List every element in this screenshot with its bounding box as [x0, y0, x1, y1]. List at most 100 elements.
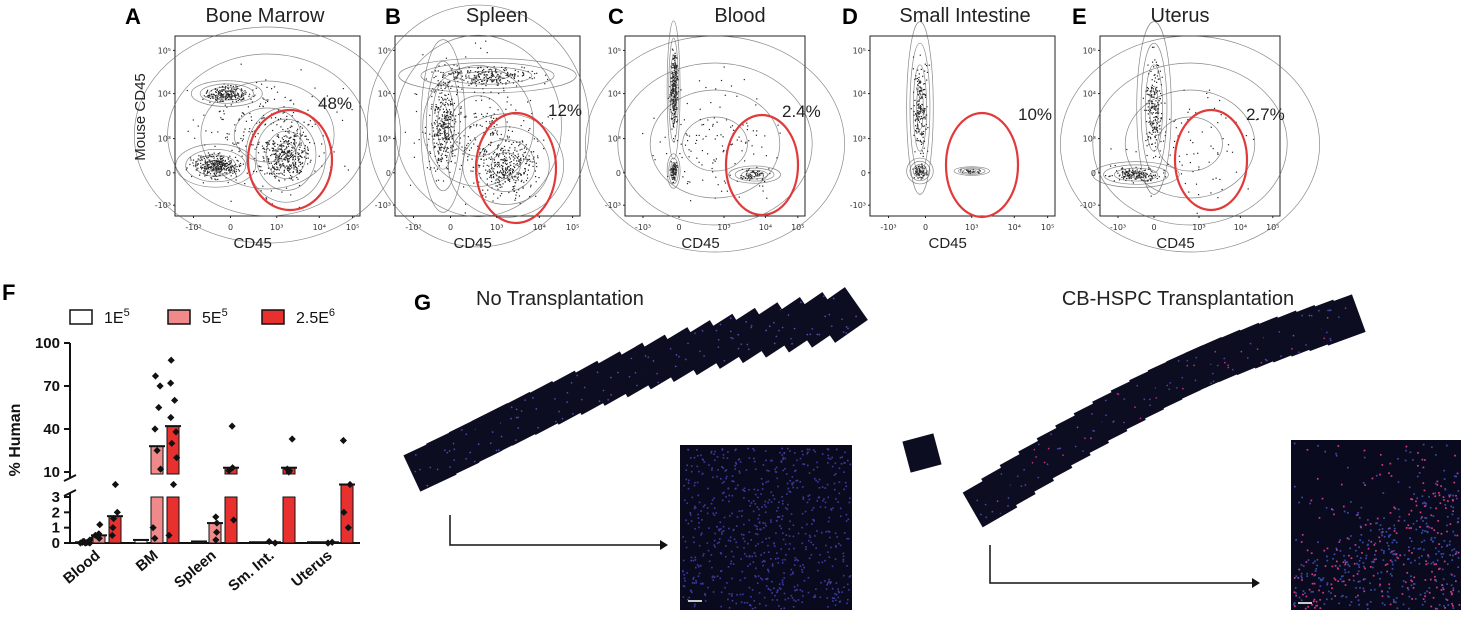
event-dot — [485, 158, 487, 160]
nucleus-dot — [446, 451, 449, 454]
data-point — [228, 422, 236, 430]
nucleus-dot — [754, 576, 757, 578]
event-dot — [272, 147, 275, 150]
event-dot — [701, 124, 703, 126]
event-dot — [448, 137, 450, 139]
event-dot — [216, 94, 218, 96]
event-dot — [1150, 106, 1152, 109]
event-dot — [460, 113, 462, 115]
event-dot — [446, 136, 448, 138]
event-dot — [292, 158, 294, 160]
nucleus-dot — [848, 576, 851, 578]
event-dot — [447, 132, 449, 134]
nucleus-dot — [739, 593, 742, 596]
event-dot — [270, 162, 272, 164]
event-dot — [502, 151, 504, 153]
nucleus-dot — [693, 332, 696, 335]
event-dot — [494, 151, 496, 153]
nucleus-dot — [816, 466, 819, 469]
event-dot — [500, 133, 502, 136]
event-dot — [218, 93, 220, 95]
event-dot — [917, 104, 919, 106]
event-dot — [249, 112, 251, 115]
event-dot — [924, 93, 926, 95]
event-dot — [917, 113, 919, 115]
bar — [166, 496, 180, 544]
nucleus-dot — [754, 606, 757, 609]
event-dot — [209, 155, 211, 157]
event-dot — [502, 169, 504, 171]
event-dot — [309, 120, 311, 122]
event-dot — [216, 167, 218, 169]
event-dot — [215, 169, 217, 172]
event-dot — [506, 135, 508, 137]
nucleus-dot — [751, 607, 754, 610]
event-dot — [672, 89, 675, 92]
event-dot — [921, 96, 923, 98]
event-dot — [496, 148, 498, 150]
event-dot — [746, 122, 748, 124]
event-dot — [544, 83, 546, 85]
nucleus-dot — [558, 410, 561, 413]
nucleus-dot — [690, 556, 693, 559]
event-dot — [445, 137, 447, 139]
event-dot — [213, 164, 215, 166]
event-dot — [498, 172, 500, 174]
event-dot — [436, 106, 438, 109]
event-dot — [300, 144, 302, 146]
nucleus-dot — [818, 561, 820, 564]
nucleus-dot — [843, 586, 845, 589]
event-dot — [449, 81, 451, 83]
nucleus-dot — [737, 459, 740, 461]
event-dot — [495, 68, 497, 70]
event-dot — [440, 149, 442, 151]
event-dot — [920, 152, 922, 155]
event-dot — [918, 174, 921, 176]
event-dot — [924, 118, 926, 120]
nucleus-dot — [757, 489, 759, 492]
event-dot — [475, 80, 478, 83]
event-dot — [211, 169, 213, 171]
event-dot — [242, 112, 244, 114]
event-dot — [207, 156, 210, 158]
event-dot — [519, 163, 521, 165]
event-dot — [342, 88, 344, 90]
event-dot — [924, 109, 926, 111]
nucleus-dot — [531, 396, 534, 399]
nucleus-dot — [790, 568, 793, 571]
event-dot — [228, 163, 230, 166]
event-dot — [1134, 178, 1136, 180]
event-dot — [229, 160, 231, 162]
event-dot — [232, 101, 234, 103]
event-dot — [676, 72, 678, 74]
event-dot — [299, 171, 302, 173]
event-dot — [1152, 105, 1154, 107]
event-dot — [490, 77, 492, 79]
event-dot — [487, 170, 489, 172]
nucleus-dot — [1415, 504, 1418, 507]
event-dot — [746, 129, 748, 131]
event-dot — [450, 160, 453, 162]
event-dot — [917, 93, 919, 95]
event-dot — [523, 120, 525, 122]
event-dot — [920, 94, 922, 96]
event-dot — [747, 125, 749, 127]
event-dot — [225, 169, 228, 171]
event-dot — [288, 130, 290, 132]
event-dot — [275, 117, 277, 119]
event-dot — [189, 157, 192, 159]
event-dot — [434, 135, 436, 137]
event-dot — [977, 171, 979, 173]
event-dot — [919, 80, 921, 82]
event-dot — [477, 145, 479, 147]
event-dot — [686, 102, 688, 105]
event-dot — [276, 166, 278, 168]
event-dot — [1247, 188, 1249, 190]
nucleus-dot — [684, 358, 687, 361]
event-dot — [203, 172, 205, 174]
event-dot — [515, 85, 518, 87]
event-dot — [250, 144, 252, 146]
nucleus-dot — [781, 581, 784, 584]
event-dot — [524, 168, 526, 170]
event-dot — [221, 90, 223, 92]
